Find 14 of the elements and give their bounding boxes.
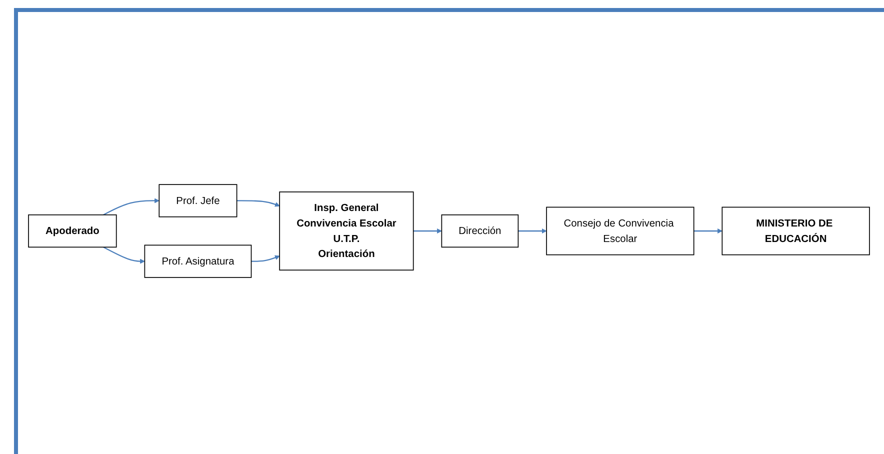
node-box: Apoderado bbox=[28, 214, 117, 248]
node-box: Prof. Jefe bbox=[158, 184, 238, 218]
node-box: MINISTERIO DE EDUCACIÓN bbox=[722, 206, 870, 256]
arrow bbox=[103, 246, 145, 264]
arrow bbox=[694, 228, 722, 234]
arrow bbox=[413, 228, 442, 234]
arrow bbox=[236, 200, 280, 207]
node-box: Insp. General Convivencia Escolar U.T.P. Orientación bbox=[279, 191, 414, 271]
node-box: Consejo de Convivencia Escolar bbox=[546, 206, 694, 256]
arrow bbox=[103, 198, 160, 216]
node-box: Dirección bbox=[441, 214, 519, 248]
arrow bbox=[518, 228, 547, 234]
node-box: Prof. Asignatura bbox=[144, 244, 252, 278]
arrow bbox=[251, 255, 280, 262]
